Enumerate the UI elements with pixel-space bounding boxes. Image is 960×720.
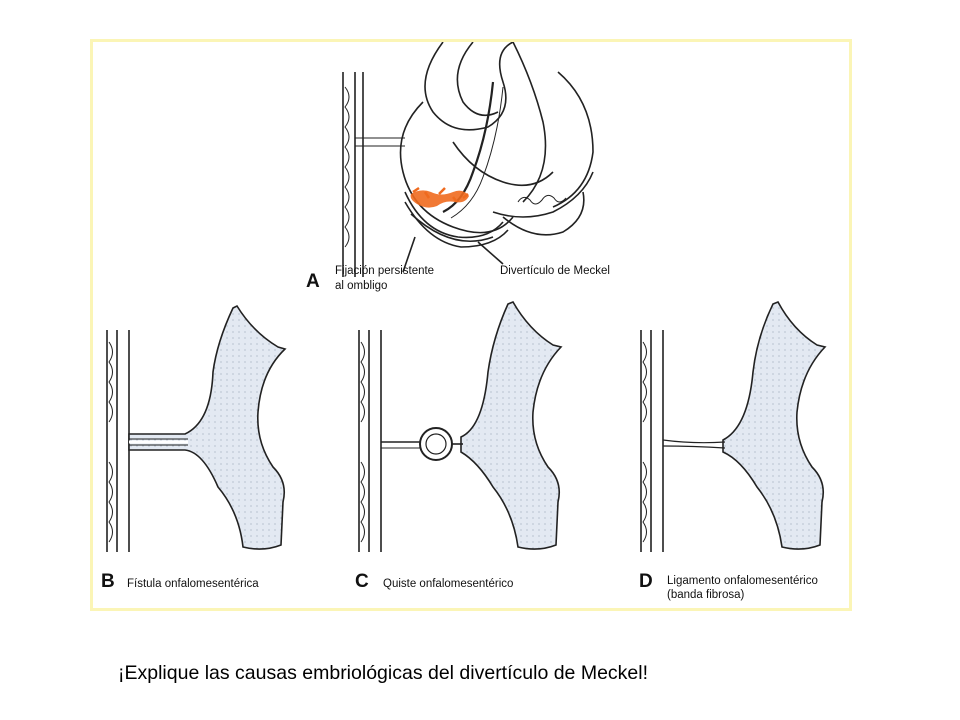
highlight-marker <box>410 186 469 208</box>
panel-a-illustration <box>342 42 594 277</box>
figure-panel: A Fijación persistente al ombligo Divert… <box>90 39 852 611</box>
panel-a-label-left-line2: al ombligo <box>335 280 387 292</box>
panel-b-letter: B <box>101 571 115 592</box>
meckel-diagram: A Fijación persistente al ombligo Divert… <box>101 42 827 601</box>
caption-question: ¡Explique las causas embriológicas del d… <box>118 662 649 684</box>
panel-d-letter: D <box>639 571 653 592</box>
panel-a-label-left-line1: Fijación persistente <box>335 265 434 277</box>
panel-b-illustration <box>106 304 287 552</box>
panel-c-letter: C <box>355 571 369 592</box>
panel-c-label: Quiste onfalomesentérico <box>383 578 513 590</box>
panel-a-letter: A <box>306 271 320 292</box>
panel-d-label-line2: (banda fibrosa) <box>667 589 745 601</box>
panel-b-label: Fístula onfalomesentérica <box>127 578 259 590</box>
panel-a-label-right: Divertículo de Meckel <box>500 265 610 277</box>
panel-d-label-line1: Ligamento onfalomesentérico <box>667 575 818 587</box>
panel-c-illustration <box>358 300 563 552</box>
panel-d-illustration <box>640 300 827 552</box>
